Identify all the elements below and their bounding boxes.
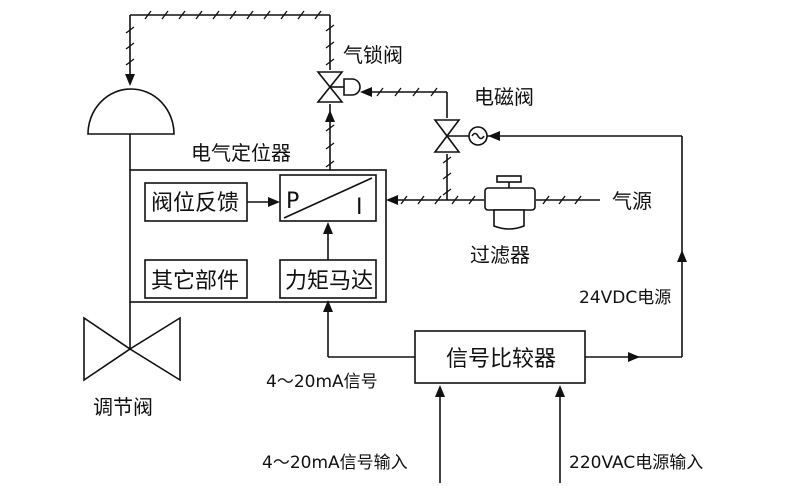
hatch-marks [125, 10, 582, 205]
hatch-mark [280, 10, 288, 20]
hatch-mark [125, 42, 135, 50]
pilot-arrow [360, 87, 372, 97]
solenoid-valve-label: 电磁阀 [474, 85, 534, 109]
hatch-mark [325, 160, 335, 168]
hatch-mark [400, 195, 408, 205]
other-parts-label: 其它部件 [151, 269, 239, 294]
filter-symbol [484, 175, 536, 230]
hatch-mark [430, 87, 438, 97]
air-source-label: 气源 [612, 189, 652, 213]
hatch-mark [161, 10, 169, 20]
signal-arrow [323, 300, 333, 312]
hatch-mark [442, 156, 452, 164]
air-to-pi-arrow [386, 195, 398, 205]
hatch-mark [417, 195, 425, 205]
air-lock-valve-label: 气锁阀 [343, 43, 403, 67]
solenoid-arrow [488, 131, 500, 141]
signal-420-label: 4～20mA信号 [266, 372, 378, 392]
hatch-mark [574, 195, 582, 205]
comparator-out-arrow [628, 352, 640, 362]
hatch-mark [263, 10, 271, 20]
torque-motor-box [279, 259, 377, 299]
hatch-mark [314, 10, 322, 20]
actuator-arrow [125, 74, 135, 86]
other-parts-box [144, 259, 248, 299]
hatch-mark [125, 26, 135, 34]
power-input-label: 220VAC电源输入 [569, 453, 703, 473]
hatch-mark [468, 195, 476, 205]
control-valve-label: 调节阀 [93, 395, 153, 419]
control-valve-symbol [83, 302, 181, 382]
signal-comparator-label: 信号比较器 [446, 347, 556, 372]
hatch-mark [297, 10, 305, 20]
hatch-mark [325, 41, 335, 49]
filter-label: 过滤器 [470, 243, 530, 267]
hatch-mark [542, 195, 550, 205]
pi-diagonal [283, 177, 373, 219]
pneumatic-lines [129, 14, 600, 201]
signal-input-label: 4～20mA信号输入 [262, 453, 408, 473]
valve-feedback-box [144, 182, 248, 222]
hatch-mark [195, 10, 203, 20]
hatch-mark [229, 10, 237, 20]
power-up-arrow [677, 250, 687, 262]
hatch-mark [412, 87, 420, 97]
diaphragm-actuator [87, 88, 175, 170]
hatch-mark [558, 195, 566, 205]
hatch-mark [325, 58, 335, 66]
hatch-mark [325, 142, 335, 150]
hatch-mark [246, 10, 254, 20]
valve-feedback-label: 阀位反馈 [151, 191, 239, 216]
hatch-mark [125, 58, 135, 66]
hatch-mark [394, 87, 402, 97]
hatch-mark [376, 87, 384, 97]
hatch-mark [442, 172, 452, 180]
hatch-mark [451, 195, 459, 205]
i-label: I [356, 195, 363, 220]
hatch-mark [325, 24, 335, 32]
hatch-mark [434, 195, 442, 205]
hatch-mark [442, 188, 452, 196]
solenoid-valve-symbol [433, 119, 682, 153]
hatch-mark [212, 10, 220, 20]
torque-arrow [323, 222, 333, 234]
hatch-mark [144, 10, 152, 20]
power-input-arrow [555, 385, 565, 397]
torque-motor-label: 力矩马达 [285, 269, 373, 294]
power-24vdc-label: 24VDC电源 [579, 288, 671, 308]
airlock-up-arrow [325, 110, 335, 122]
feedback-arrow [268, 197, 280, 207]
p-label: P [286, 189, 299, 214]
hatch-mark [178, 10, 186, 20]
hatch-mark [325, 124, 335, 132]
signal-input-arrow [435, 385, 445, 397]
air-lock-valve-symbol [316, 71, 361, 103]
positioner-label: 电气定位器 [191, 141, 291, 165]
signal-comparator-box [414, 330, 586, 384]
